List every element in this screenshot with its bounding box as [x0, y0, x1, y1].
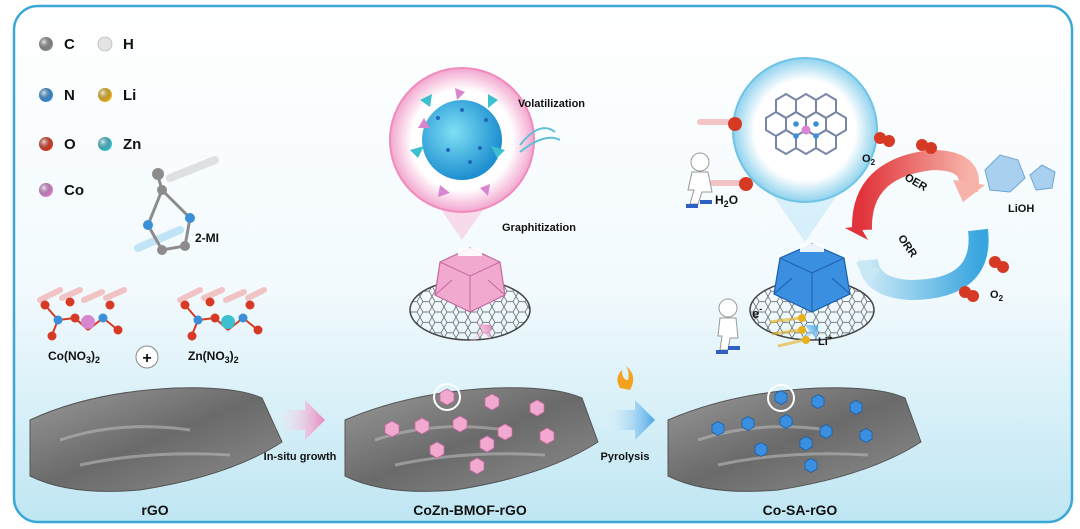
lithium-ion-label: Li+: [818, 333, 833, 348]
co-nitrate-molecule: Co(NO3)2: [37, 287, 127, 365]
lioh-label: LiOH: [1008, 203, 1034, 215]
oer-arrow: [851, 149, 979, 231]
legend-label-li: Li: [123, 87, 136, 104]
legend-item-li: Li: [98, 87, 136, 104]
o2-bottom-label: O2: [990, 289, 1004, 303]
legend-item-o: O: [39, 136, 76, 153]
lioh-crystals: LiOH: [984, 154, 1056, 215]
electron-label: e-: [752, 304, 762, 321]
volatilization-label: Volatilization: [518, 98, 585, 110]
h2o-label: H2O: [715, 193, 738, 209]
legend-label-o: O: [64, 136, 76, 153]
2-mi-label: 2-MI: [195, 231, 219, 245]
person-icon: [718, 298, 738, 318]
plus-sign: +: [135, 345, 159, 369]
vapor-icon: [519, 127, 556, 146]
hydrogen-atom-icon: [97, 36, 113, 52]
element-legend: C H N Li O Zn Co: [39, 36, 141, 199]
pink-mof-crystals: [384, 388, 555, 475]
oxygen-top: O2: [862, 132, 937, 167]
pyrolysis-arrow: Pyrolysis: [598, 366, 655, 463]
graphitization-label: Graphitization: [502, 222, 576, 234]
co-nitrate-label: Co(NO3)2: [48, 349, 100, 365]
lithium-ions: [769, 314, 810, 348]
blue-dodecahedron: [773, 243, 851, 313]
insitu-label: In-situ growth: [264, 451, 337, 463]
insitu-growth-arrow: In-situ growth: [264, 400, 337, 463]
water-oxygen-icon: [739, 177, 753, 191]
highlight-circle: [433, 383, 461, 411]
zinc-center-icon: [221, 315, 235, 329]
methyl-carbon-icon: [152, 168, 164, 180]
bmof-zoom: Volatilization Graphitization: [389, 67, 585, 348]
highlight-circle: [767, 384, 795, 412]
2-mi-molecule: 2-MI: [134, 156, 219, 255]
stage-label-bmof: CoZn-BMOF-rGO: [413, 502, 527, 518]
zn-nitrate-label: Zn(NO3)2: [188, 349, 239, 365]
person-figure-bottom: [716, 298, 740, 354]
cosa-sheet: [667, 384, 922, 492]
legend-item-n: N: [39, 87, 75, 104]
stage-label-rgo: rGO: [141, 502, 168, 518]
legend-item-h: H: [97, 36, 134, 53]
legend-label-co: Co: [64, 182, 84, 199]
zn-nitrate-molecule: Zn(NO3)2: [177, 287, 267, 365]
svg-text:+: +: [142, 350, 151, 367]
legend-label-c: C: [64, 36, 75, 53]
blue-cosa-crystals: [711, 390, 873, 473]
legend-label-zn: Zn: [123, 136, 141, 153]
oer-orr-cycle: OER ORR: [845, 149, 989, 301]
person-figure-top: [686, 152, 713, 208]
flame-icon: [617, 366, 634, 390]
pink-dodecahedron: [434, 247, 506, 313]
o2-top-label: O2: [862, 153, 876, 167]
oxygen-bottom: O2: [959, 256, 1009, 303]
cosa-zoom: e- Li+: [732, 57, 878, 348]
rgo-sheet: [29, 387, 283, 492]
bmof-sheet: [344, 383, 599, 492]
graphene-lattice: [765, 92, 847, 156]
water-oxygen-icon: [728, 117, 742, 131]
legend-item-co: Co: [39, 182, 84, 199]
legend-label-n: N: [64, 87, 75, 104]
stage-label-cosa: Co-SA-rGO: [763, 502, 838, 518]
core-sphere: [422, 100, 502, 180]
legend-item-zn: Zn: [98, 136, 141, 153]
legend-item-c: C: [39, 36, 75, 53]
lioh-crystal-icon: [984, 154, 1026, 193]
person-icon: [690, 152, 710, 172]
cobalt-single-atom-icon: [801, 125, 811, 135]
cobalt-center-icon: [81, 315, 95, 329]
legend-label-h: H: [123, 36, 134, 53]
pyrolysis-label: Pyrolysis: [601, 451, 650, 463]
water-molecules: [697, 117, 753, 191]
